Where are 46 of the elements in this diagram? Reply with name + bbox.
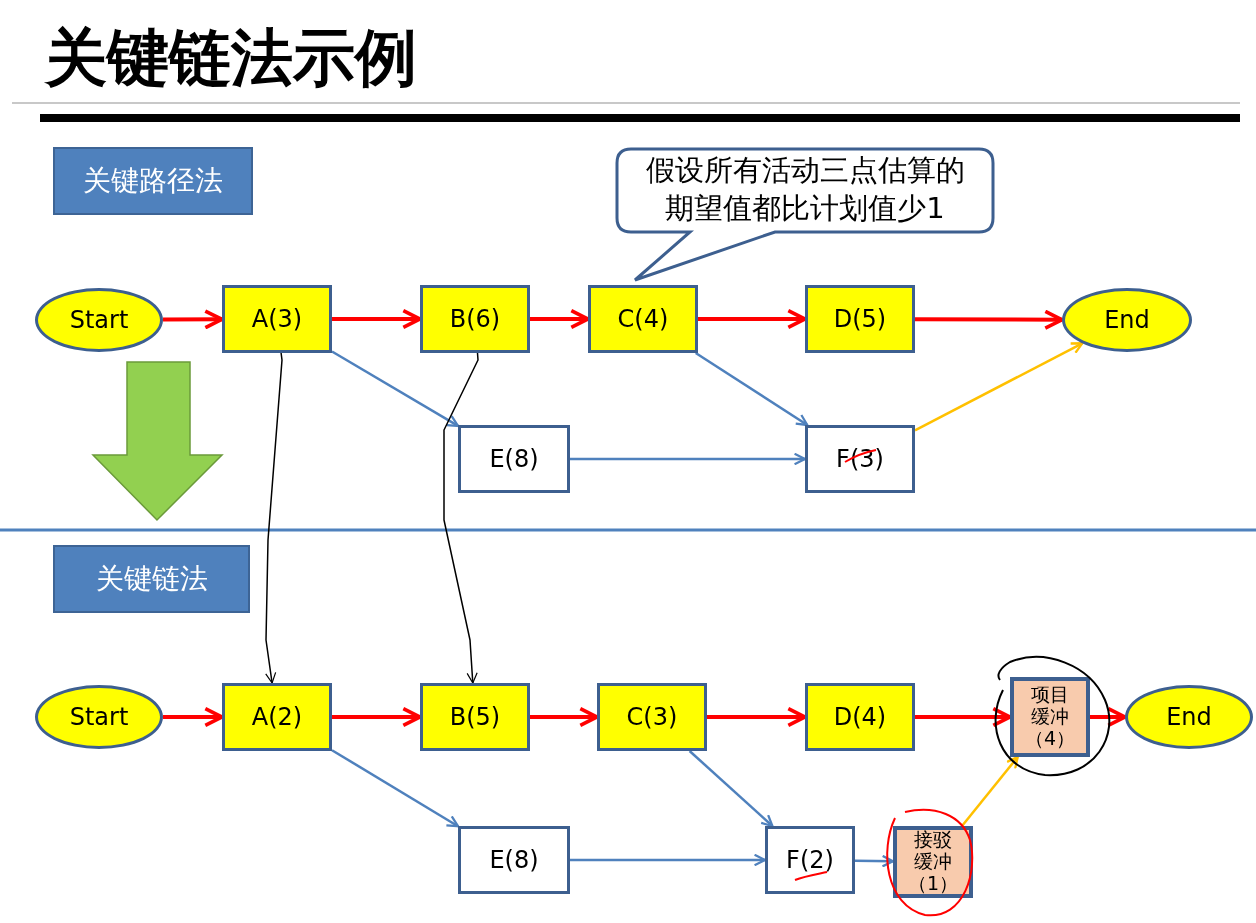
task-box: A(2) [222, 683, 332, 751]
arrow [698, 308, 807, 330]
arrow [163, 309, 224, 330]
task-box: C(4) [588, 285, 698, 353]
task-box: B(5) [420, 683, 530, 751]
arrow [163, 706, 224, 728]
terminal-ellipse: Start [35, 288, 163, 352]
task-box: A(3) [222, 285, 332, 353]
task-box: D(5) [805, 285, 915, 353]
terminal-ellipse: Start [35, 685, 163, 749]
arrow [707, 706, 807, 728]
task-box: C(3) [597, 683, 707, 751]
section-label: 关键链法 [53, 545, 250, 613]
arrow [331, 749, 460, 828]
task-box: F(2) [765, 826, 855, 894]
terminal-ellipse: End [1125, 685, 1253, 749]
block-arrow [91, 361, 224, 522]
arrow [688, 750, 774, 828]
task-box: E(8) [458, 826, 570, 894]
arrow [961, 755, 1019, 827]
arrow [570, 452, 807, 466]
callout-text: 假设所有活动三点估算的期望值都比计划值少1 [644, 152, 966, 227]
task-box: D(4) [805, 683, 915, 751]
arrow [914, 342, 1084, 432]
arrow [915, 706, 1012, 728]
arrow [1090, 706, 1127, 728]
arrow [530, 706, 599, 728]
hand-drawn-arrow [265, 352, 283, 684]
hand-drawn-arrow [443, 352, 479, 684]
arrow [530, 308, 590, 330]
task-box: E(8) [458, 425, 570, 493]
slide-title: 关键链法示例 [45, 20, 417, 96]
task-box: B(6) [420, 285, 530, 353]
arrow [570, 853, 767, 867]
arrow [331, 350, 460, 428]
arrow [332, 308, 422, 330]
arrow [915, 309, 1064, 330]
buffer-box: 项目缓冲（4） [1010, 677, 1090, 757]
task-box: F(3) [805, 425, 915, 493]
section-label: 关键路径法 [53, 147, 253, 215]
buffer-box: 接驳缓冲（1） [893, 826, 973, 898]
arrow [695, 351, 809, 427]
arrow [854, 854, 895, 868]
terminal-ellipse: End [1062, 288, 1192, 352]
callout-bubble [615, 147, 995, 282]
arrow [332, 706, 422, 728]
